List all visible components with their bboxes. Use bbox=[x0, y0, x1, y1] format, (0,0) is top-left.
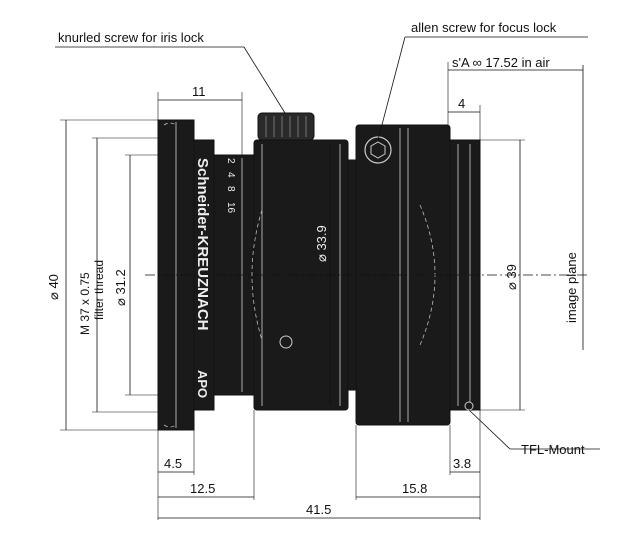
lens-brand: Schneider-KREUZNACH bbox=[194, 158, 211, 331]
aperture-mark-16: 16 bbox=[225, 202, 236, 214]
image-plane-label: image plane bbox=[564, 252, 579, 323]
aperture-mark-4: 4 bbox=[225, 172, 236, 178]
mount-pin-icon bbox=[464, 401, 474, 411]
dim-w41-5: 41.5 bbox=[306, 502, 331, 517]
dim-w4-5: 4.5 bbox=[164, 456, 182, 471]
allen-screw-icon[interactable] bbox=[364, 136, 392, 164]
callout-iris-lock: knurled screw for iris lock bbox=[58, 30, 204, 45]
dim-d39: ⌀ 39 bbox=[504, 264, 519, 290]
dim-w11: 11 bbox=[192, 84, 206, 99]
dim-w3-8: 3.8 bbox=[453, 456, 471, 471]
dim-d33-9: ⌀ 33.9 bbox=[314, 225, 329, 262]
aperture-mark-2: 2 bbox=[225, 158, 236, 164]
dim-w15-8: 15.8 bbox=[402, 481, 427, 496]
vertical-dimensions-left bbox=[60, 119, 158, 431]
dim-d31-2: ⌀ 31.2 bbox=[113, 269, 128, 306]
dim-w12-5: 12.5 bbox=[190, 481, 215, 496]
dim-w4: 4 bbox=[458, 96, 465, 111]
lens-model: APO bbox=[195, 370, 210, 398]
aperture-mark-8: 8 bbox=[225, 186, 236, 192]
dim-thread-line2: filter thread bbox=[92, 260, 106, 320]
callout-tfl-mount: TFL-Mount bbox=[521, 442, 585, 457]
ring-hole-icon bbox=[279, 335, 293, 349]
knurled-screw-icon[interactable] bbox=[257, 112, 315, 141]
callout-focus-lock: allen screw for focus lock bbox=[411, 20, 557, 35]
dim-d40: ⌀ 40 bbox=[46, 274, 61, 300]
back-focus-label: s'A ∞ 17.52 in air bbox=[452, 55, 550, 70]
lens-body bbox=[145, 112, 590, 431]
dim-thread-line1: M 37 x 0.75 bbox=[78, 272, 92, 335]
